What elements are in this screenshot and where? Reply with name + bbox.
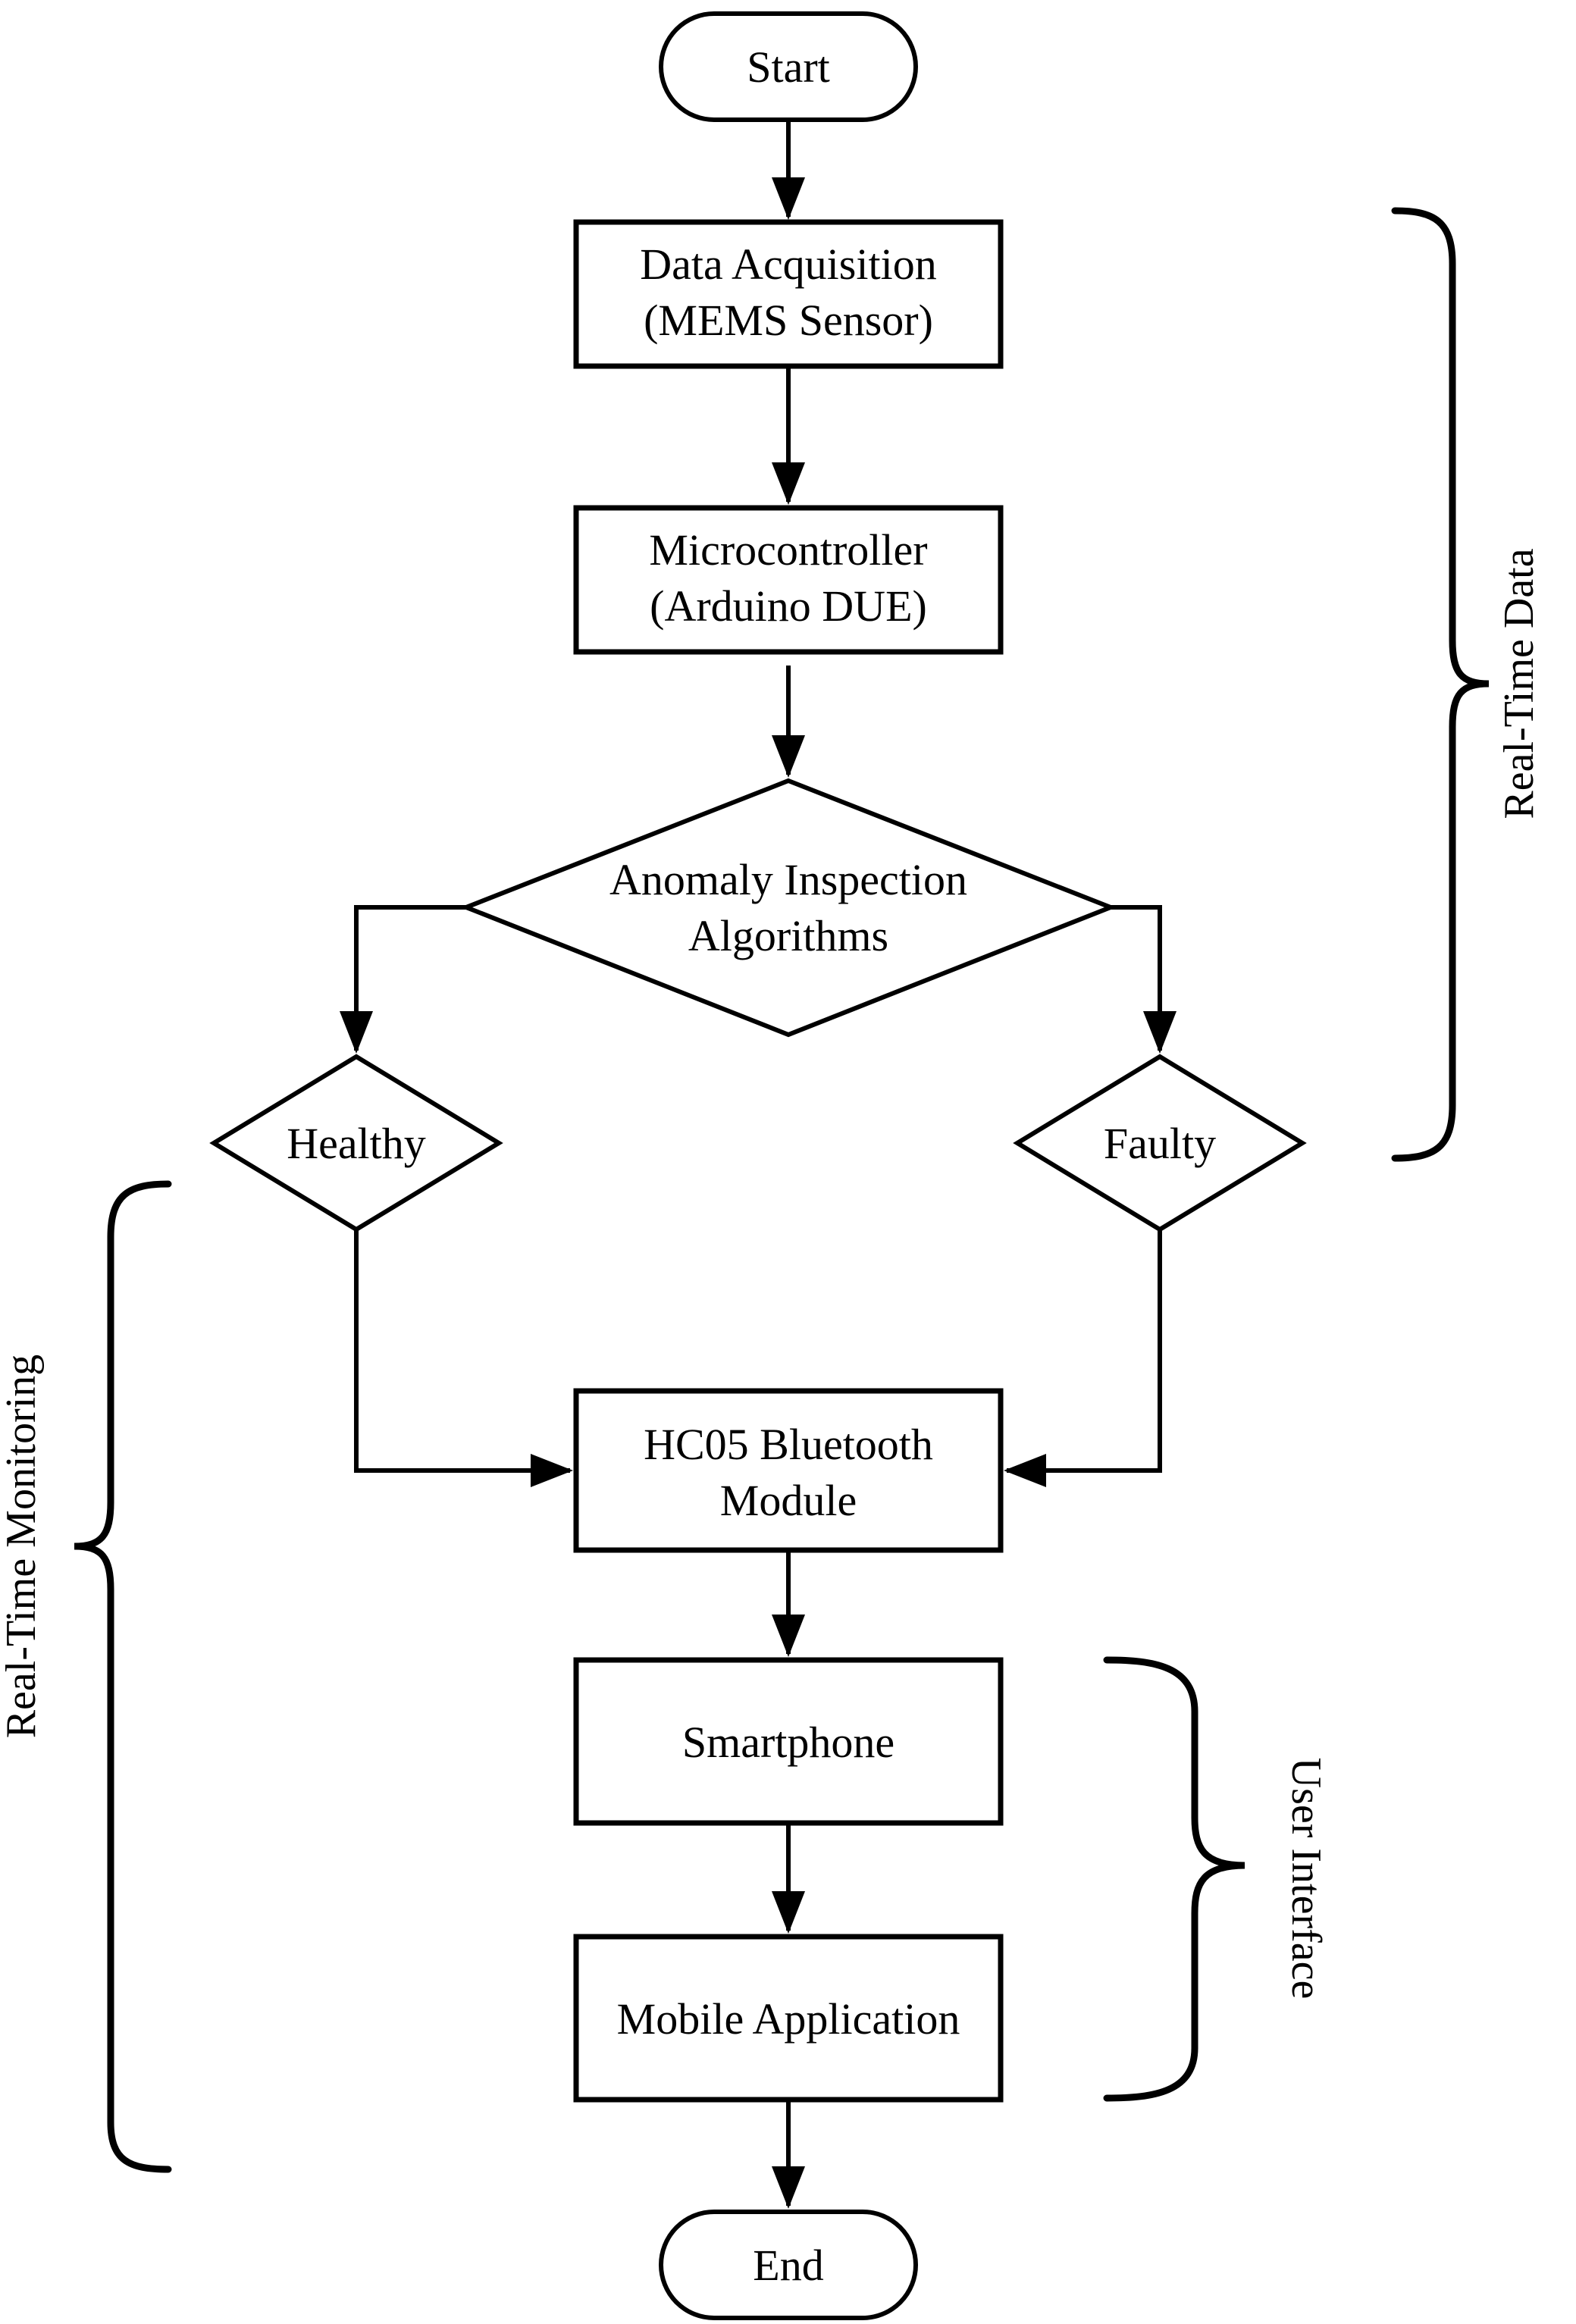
real-time-data-brace [1391,207,1490,1162]
node-data-acquisition: Data Acquisition (MEMS Sensor) [573,219,1004,369]
anomaly-inspection-diamond [459,778,1117,1038]
real-time-monitoring-brace [74,1180,172,2173]
annotation-real-time-data: Real-Time Data [1391,207,1543,1162]
faulty-label: Faulty [1104,1119,1216,1168]
faulty-diamond [1013,1054,1307,1232]
mobile-application-box [573,1934,1004,2103]
mobile-application-label: Mobile Application [617,1994,960,2044]
annotation-real-time-monitoring: Real-Time Monitoring [0,1180,172,2173]
node-faulty: Faulty [1013,1054,1307,1232]
healthy-label: Healthy [287,1119,426,1168]
smartphone-box [573,1657,1004,1826]
end-label: End [753,2241,823,2290]
arrow-healthy-to-hc05 [354,1229,573,1487]
start-label: Start [747,42,830,92]
real-time-monitoring-label: Real-Time Monitoring [0,1355,45,1739]
microcontroller-label-line2: (Arduino DUE) [650,581,927,631]
arrow-faulty-to-hc05 [1004,1229,1162,1487]
healthy-diamond [209,1054,503,1232]
arrow-anomaly-to-faulty [1111,905,1177,1054]
node-anomaly-inspection: Anomaly Inspection Algorithms [459,778,1117,1038]
user-interface-brace [1103,1656,1245,2102]
real-time-data-label: Real-Time Data [1496,548,1543,819]
annotation-user-interface: User Interface [1103,1656,1330,2102]
data-acquisition-box [573,219,1004,369]
node-healthy: Healthy [209,1054,503,1232]
node-hc05: HC05 Bluetooth Module [573,1388,1004,1553]
data-acquisition-label-line2: (MEMS Sensor) [644,296,933,345]
node-end: End [659,2210,918,2320]
microcontroller-box [573,505,1004,655]
end-terminator-shape [659,2210,918,2320]
node-start: Start [659,11,918,122]
smartphone-label: Smartphone [682,1718,895,1767]
data-acquisition-label-line1: Data Acquisition [640,240,936,289]
user-interface-label: User Interface [1283,1758,1330,2000]
hc05-label-line1: HC05 Bluetooth [644,1420,933,1469]
anomaly-inspection-label-line1: Anomaly Inspection [609,855,967,904]
anomaly-inspection-label-line2: Algorithms [688,911,888,960]
node-smartphone: Smartphone [573,1657,1004,1826]
start-terminator-shape [659,11,918,122]
node-microcontroller: Microcontroller (Arduino DUE) [573,505,1004,655]
hc05-box [573,1388,1004,1553]
hc05-label-line2: Module [720,1476,857,1525]
node-mobile-application: Mobile Application [573,1934,1004,2103]
microcontroller-label-line1: Microcontroller [649,525,927,575]
arrow-anomaly-to-healthy [340,905,466,1054]
